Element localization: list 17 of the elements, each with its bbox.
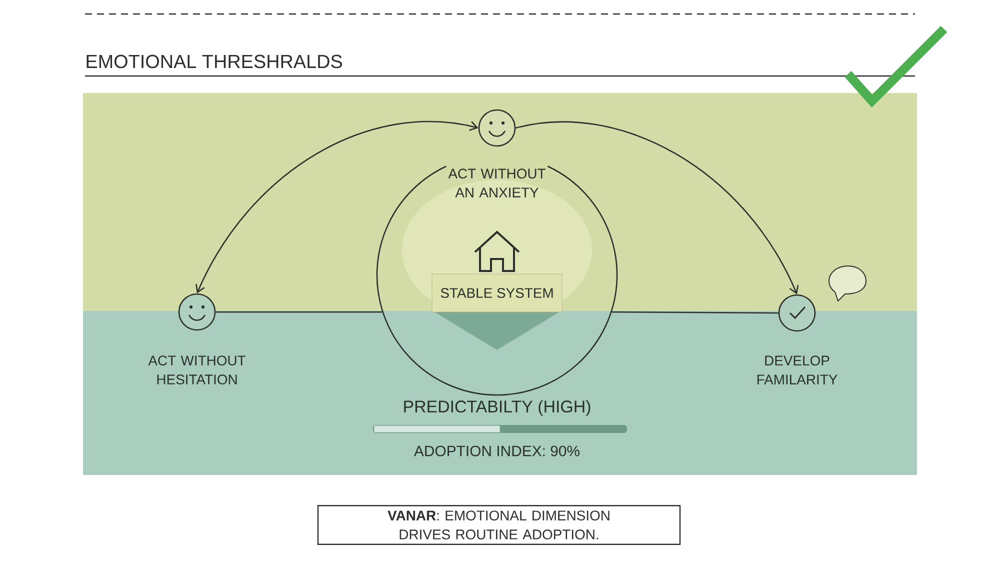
smiley-icon: [178, 293, 216, 331]
caption-box: VANAR: EMOTIONAL DIMENSION DRIVES ROUTINE ADOPTION.: [317, 504, 681, 545]
connector: [516, 121, 799, 294]
metric-label: PREDICTABILTY (HIGH): [404, 400, 590, 416]
metric-label: ADOPTION INDEX: 90%: [414, 446, 580, 456]
system-box: STABLE SYSTEM: [432, 274, 562, 350]
smiley-icon: [478, 109, 516, 147]
node-label: STABLE SYSTEM: [440, 288, 553, 298]
node-caption: DEVELOP FAMILARITY: [757, 356, 838, 384]
node-caption: ACT WITHOUT HESITATION: [148, 356, 246, 384]
connector: [612, 311, 778, 314]
check-icon: [778, 294, 816, 332]
node-caption: ACT WITHOUT AN ANXIETY: [448, 168, 546, 198]
connector: [216, 311, 382, 313]
connector: [195, 121, 478, 294]
ring: [376, 166, 618, 396]
title: EMOTIONAL THRESHRALDS: [86, 54, 342, 68]
